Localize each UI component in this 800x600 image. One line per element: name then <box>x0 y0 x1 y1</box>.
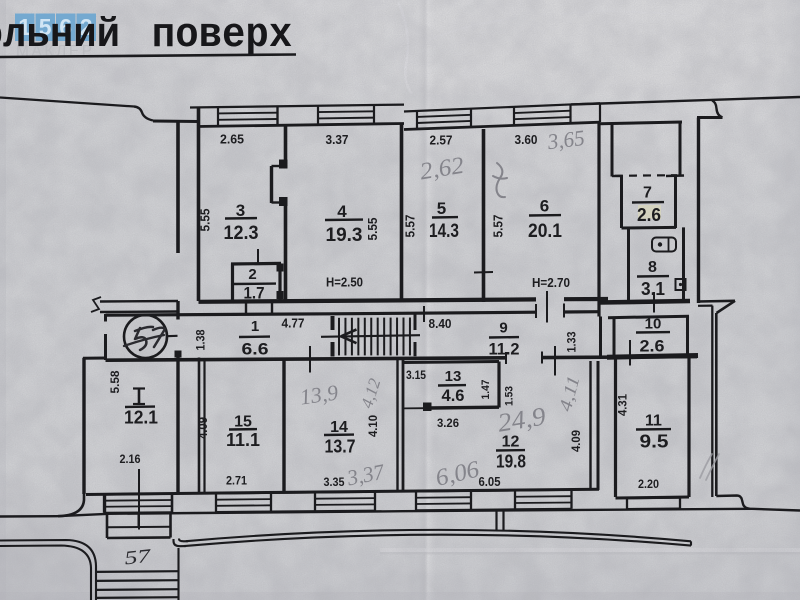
svg-text:3,65: 3,65 <box>545 125 586 154</box>
svg-text:2.20: 2.20 <box>638 477 659 491</box>
svg-text:5.57: 5.57 <box>492 214 506 237</box>
svg-text:3.26: 3.26 <box>437 416 459 430</box>
svg-text:14.3: 14.3 <box>429 221 459 242</box>
svg-text:3.37: 3.37 <box>326 132 349 147</box>
svg-text:3.60: 3.60 <box>515 132 538 147</box>
svg-text:6: 6 <box>59 14 72 40</box>
svg-text:H=2.70: H=2.70 <box>532 276 570 290</box>
svg-text:6.6: 6.6 <box>242 340 269 359</box>
svg-text:20.1: 20.1 <box>528 221 562 242</box>
svg-text:9.5: 9.5 <box>640 432 669 452</box>
svg-text:14: 14 <box>330 419 348 436</box>
svg-text:ольний: ольний <box>0 12 120 59</box>
svg-text:8.40: 8.40 <box>429 317 452 331</box>
svg-text:57: 57 <box>123 546 153 570</box>
svg-text:11.1: 11.1 <box>226 430 260 450</box>
svg-text:1: 1 <box>251 318 259 335</box>
svg-text:поверх: поверх <box>152 12 292 59</box>
svg-text:6.05: 6.05 <box>479 475 501 489</box>
svg-text:12.3: 12.3 <box>224 223 259 244</box>
svg-text:7: 7 <box>643 185 652 202</box>
svg-text:9: 9 <box>499 320 507 337</box>
svg-text:6: 6 <box>540 197 549 216</box>
svg-text:2.16: 2.16 <box>120 452 141 466</box>
svg-text:1: 1 <box>18 14 31 40</box>
svg-text:5.55: 5.55 <box>366 217 380 240</box>
svg-text:1.38: 1.38 <box>196 329 208 351</box>
svg-text:2.71: 2.71 <box>226 474 247 488</box>
svg-text:4.10: 4.10 <box>366 415 380 437</box>
svg-text:5.58: 5.58 <box>108 370 122 393</box>
svg-text:8: 8 <box>648 259 657 276</box>
svg-text:11.2: 11.2 <box>489 340 520 359</box>
svg-text:3.1: 3.1 <box>641 279 665 299</box>
svg-text:2: 2 <box>80 14 93 40</box>
svg-text:19.3: 19.3 <box>326 225 363 246</box>
svg-text:H=2.50: H=2.50 <box>326 276 363 290</box>
svg-text:4: 4 <box>337 202 347 221</box>
svg-text:15: 15 <box>234 414 252 431</box>
svg-text:3.15: 3.15 <box>406 370 427 382</box>
svg-text:4.77: 4.77 <box>282 317 305 331</box>
svg-text:5: 5 <box>437 199 446 218</box>
svg-text:2.6: 2.6 <box>637 205 661 225</box>
svg-text:12: 12 <box>502 434 520 451</box>
svg-text:2.57: 2.57 <box>430 133 453 148</box>
svg-text:1.7: 1.7 <box>244 284 265 303</box>
svg-text:4.09: 4.09 <box>196 417 210 439</box>
svg-text:2.65: 2.65 <box>220 132 244 147</box>
svg-text:10: 10 <box>645 316 662 333</box>
svg-text:2.6: 2.6 <box>640 337 665 356</box>
svg-text:13: 13 <box>445 368 462 385</box>
svg-text:4.6: 4.6 <box>442 386 465 405</box>
svg-text:13.7: 13.7 <box>325 437 356 457</box>
svg-text:1.53: 1.53 <box>504 386 516 406</box>
svg-text:2: 2 <box>248 266 256 283</box>
svg-text:4.31: 4.31 <box>616 394 630 416</box>
svg-text:3.35: 3.35 <box>324 475 345 489</box>
svg-text:19.8: 19.8 <box>496 452 526 472</box>
svg-text:5.55: 5.55 <box>199 208 213 231</box>
svg-text:11: 11 <box>645 413 662 430</box>
svg-text:12.1: 12.1 <box>124 408 158 428</box>
svg-text:13,9: 13,9 <box>298 380 339 410</box>
svg-text:1.33: 1.33 <box>567 332 579 353</box>
svg-text:1.47: 1.47 <box>480 380 492 400</box>
svg-text:5: 5 <box>39 14 52 40</box>
svg-text:3: 3 <box>236 201 245 220</box>
svg-text:5.57: 5.57 <box>404 214 418 237</box>
svg-text:4.09: 4.09 <box>569 430 583 452</box>
